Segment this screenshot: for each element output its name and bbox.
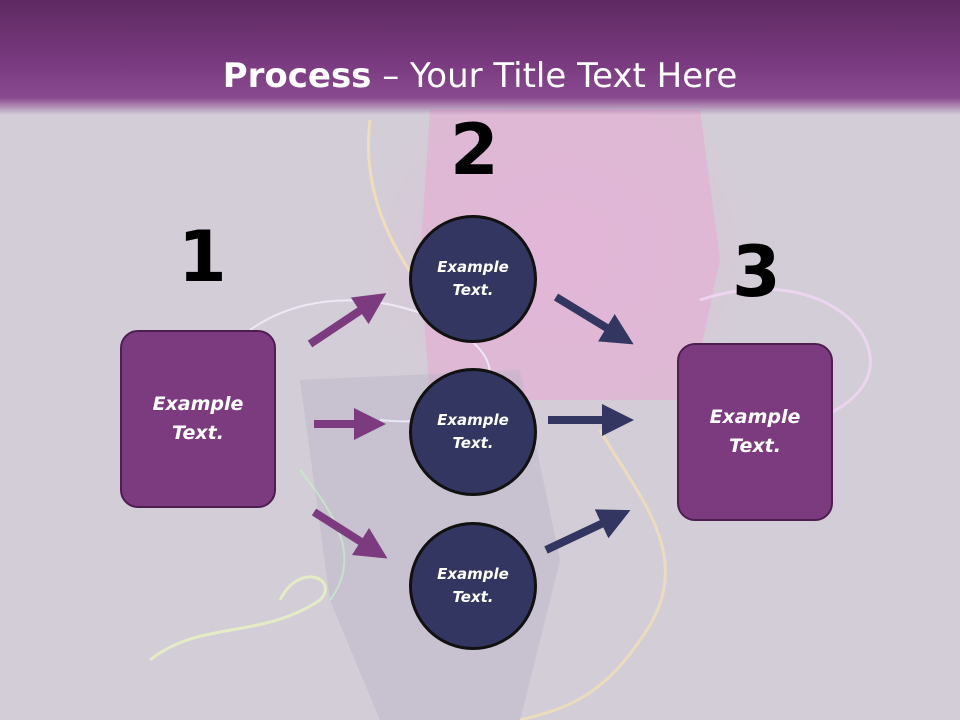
left-step-label: Example Text.: [152, 393, 244, 444]
slide-title: Process – Your Title Text Here: [0, 54, 960, 98]
circle-bottom: Example Text.: [409, 522, 537, 650]
title-bold: Process: [222, 56, 372, 96]
arrow-bottom-to-right: [544, 509, 631, 554]
circle-middle-label: Example Text.: [437, 411, 509, 452]
step-number-3: 3: [732, 231, 781, 313]
right-step-box: Example Text.: [677, 343, 833, 521]
circle-top-label: Example Text.: [437, 258, 509, 299]
right-step-label: Example Text.: [709, 406, 801, 457]
circle-bottom-label: Example Text.: [437, 565, 509, 606]
circle-top: Example Text.: [409, 215, 537, 343]
arrow-left-to-top: [307, 293, 387, 348]
arrow-top-to-right: [553, 293, 634, 345]
title-rest: – Your Title Text Here: [371, 56, 738, 96]
step-number-1: 1: [178, 216, 227, 298]
step-number-2: 2: [450, 109, 499, 191]
arrow-left-to-bottom: [311, 508, 388, 559]
left-step-box: Example Text.: [120, 330, 276, 508]
header-bar: [0, 0, 960, 115]
circle-middle: Example Text.: [409, 368, 537, 496]
